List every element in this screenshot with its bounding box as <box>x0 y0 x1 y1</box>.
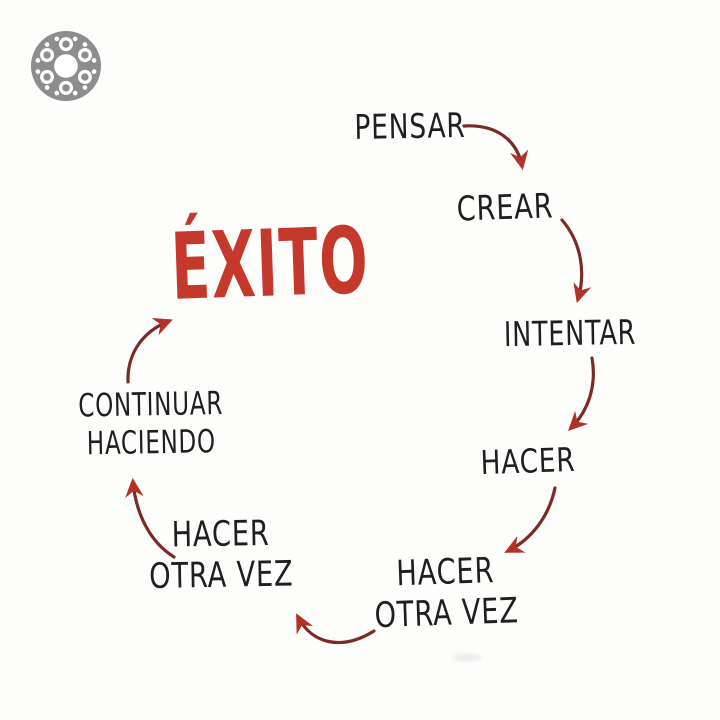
arrow-crear-to-intentar <box>560 218 592 303</box>
step-hacer-otra-vez-left: HACER OTRA VEZ <box>148 513 294 598</box>
step-pensar: PENSAR <box>354 106 466 148</box>
step-label: HACIENDO <box>86 421 217 463</box>
step-label: CREAR <box>456 186 554 230</box>
step-hacer-otra-vez-right: HACER OTRA VEZ <box>372 550 520 638</box>
arrow-continuar-haciendo-to-exito <box>126 317 173 384</box>
step-label: HACER <box>171 513 270 556</box>
step-label: CONTINUAR <box>77 383 224 425</box>
arrow-hacer-otra-vez-to-hacer-otra-vez <box>296 613 376 645</box>
step-hacer: HACER <box>479 439 577 483</box>
step-label: OTRA VEZ <box>373 591 520 637</box>
step-label: HACER <box>395 551 495 595</box>
step-continuar-haciendo: CONTINUAR HACIENDO <box>77 383 224 463</box>
step-intentar: INTENTAR <box>504 313 637 355</box>
arrow-pensar-to-crear <box>462 124 529 171</box>
circles-watermark-logo-icon <box>31 31 101 101</box>
arrow-hacer-to-hacer-otra-vez <box>504 486 557 553</box>
goal-label-exito: ÉXITO <box>169 207 371 321</box>
step-label: PENSAR <box>354 105 466 148</box>
step-label: HACER <box>479 439 577 483</box>
faint-smudge <box>452 654 482 661</box>
arrow-intentar-to-hacer <box>568 356 595 431</box>
step-label: INTENTAR <box>503 312 637 356</box>
step-crear: CREAR <box>456 186 554 229</box>
step-label: OTRA VEZ <box>148 554 294 598</box>
